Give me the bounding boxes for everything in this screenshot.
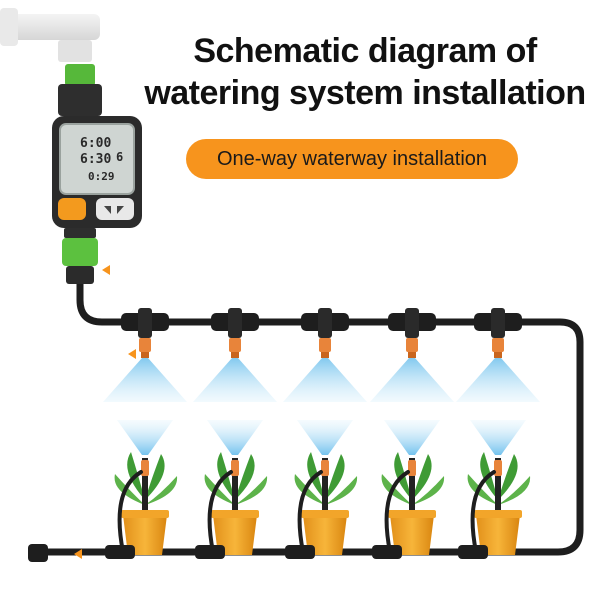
- tee-connector-bottom: [195, 545, 225, 559]
- leaf: [145, 454, 165, 500]
- leaf: [412, 454, 432, 500]
- nozzle: [319, 338, 331, 352]
- nozzle: [229, 338, 241, 352]
- flower-pot: [213, 515, 257, 555]
- sprinkler-units: [103, 308, 540, 559]
- nozzle: [492, 338, 504, 352]
- feeder-tube: [297, 470, 323, 554]
- subtitle-badge: One-way waterway installation: [186, 139, 518, 179]
- feeder-tube: [384, 470, 410, 554]
- feeder-tube: [117, 470, 143, 554]
- spray-cone-up: [297, 420, 353, 455]
- stake: [232, 458, 238, 518]
- spray-cone: [456, 358, 540, 402]
- spray-cone: [193, 358, 277, 402]
- leaf: [325, 454, 345, 500]
- page-title: Schematic diagram of watering system ins…: [140, 30, 590, 114]
- tee-connector-bottom: [372, 545, 402, 559]
- spray-cone: [370, 358, 454, 402]
- stake: [495, 458, 501, 518]
- lcd-time-1: 6:00: [80, 136, 112, 151]
- main-hose: [36, 278, 584, 556]
- flower-pot: [390, 515, 434, 555]
- leaf: [204, 474, 235, 505]
- leaf: [145, 476, 178, 505]
- lcd-side-digit: 6: [116, 150, 124, 164]
- pointer-marker: [74, 549, 82, 559]
- spray-cone-up: [207, 420, 263, 455]
- nozzle: [139, 338, 151, 352]
- spray-cone-up: [384, 420, 440, 455]
- leaf: [381, 474, 412, 505]
- faucet: [0, 8, 100, 62]
- flower-pot: [476, 515, 520, 555]
- flower-pot: [303, 515, 347, 555]
- nozzle: [406, 338, 418, 352]
- leaf: [412, 476, 445, 505]
- spray-cone: [103, 358, 187, 402]
- pointer-marker: [102, 265, 110, 275]
- spray-cone-up: [117, 420, 173, 455]
- leaf: [467, 474, 498, 505]
- pointer-marker: [128, 349, 136, 359]
- sprinkler-unit: [283, 308, 367, 559]
- feeder-tube: [207, 470, 233, 554]
- sprinkler-unit: [103, 308, 187, 559]
- spray-cone-up: [470, 420, 526, 455]
- tee-connector-bottom: [458, 545, 488, 559]
- sprinkler-unit: [370, 308, 454, 559]
- stake: [409, 458, 415, 518]
- flower-pot: [123, 515, 167, 555]
- title-line-2: watering system installation: [144, 74, 586, 112]
- stake: [142, 458, 148, 518]
- leaf: [235, 454, 255, 500]
- stake: [322, 458, 328, 518]
- bottom-connector: [62, 238, 98, 266]
- leaf: [325, 476, 358, 505]
- leaf: [235, 476, 268, 505]
- tee-connector-bottom: [105, 545, 135, 559]
- sprinkler-unit: [193, 308, 277, 559]
- leaf: [498, 476, 531, 505]
- orange-button: [58, 198, 86, 220]
- spray-cone: [283, 358, 367, 402]
- top-connector: [65, 64, 95, 86]
- sprinkler-unit: [456, 308, 540, 559]
- tee-connector-bottom: [285, 545, 315, 559]
- title-line-1: Schematic diagram of: [193, 32, 537, 70]
- arrow-button: [96, 198, 134, 220]
- water-timer: [52, 64, 142, 284]
- leaf: [114, 474, 145, 505]
- top-nut: [58, 84, 102, 116]
- leaf: [294, 474, 325, 505]
- lcd-time-2: 6:30: [80, 152, 112, 167]
- feeder-tube: [470, 470, 496, 554]
- lcd-screen: [59, 123, 135, 195]
- end-cap: [28, 544, 48, 562]
- lcd-time-3: 0:29: [88, 170, 115, 183]
- leaf: [498, 454, 518, 500]
